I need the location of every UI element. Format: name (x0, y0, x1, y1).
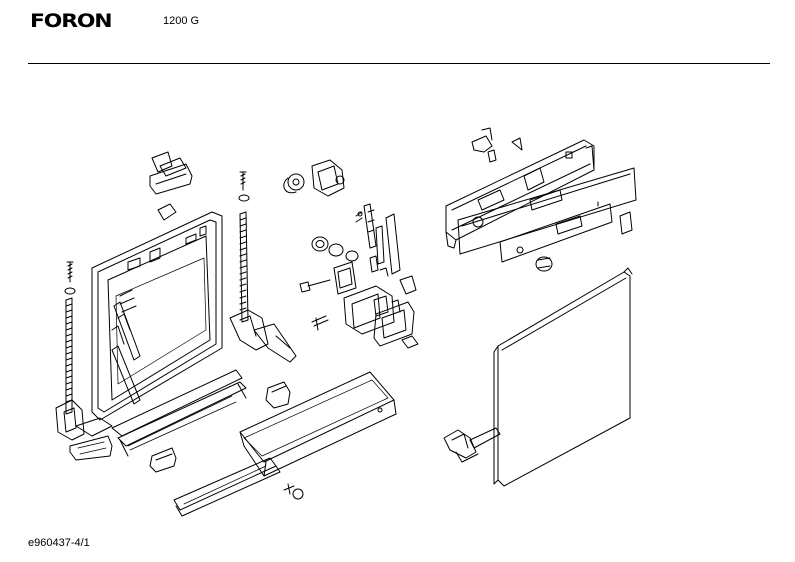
bottom-hinge-cap (266, 382, 290, 408)
control-panel-clip (472, 128, 522, 162)
end-cap-right (620, 212, 632, 234)
door-hinge-right (444, 428, 500, 462)
screw-and-knob (284, 484, 303, 499)
bottom-rail-left (112, 370, 246, 456)
small-clip-left (150, 448, 176, 472)
control-knob (536, 257, 552, 271)
outer-door-panel (494, 268, 632, 486)
top-latch-assembly (150, 152, 192, 220)
switch-mount-bracket (356, 204, 400, 274)
front-rail-channel (240, 372, 396, 476)
inner-panel-tubes (112, 290, 140, 404)
document-id: e960437-4/1 (28, 537, 90, 549)
small-switches (370, 256, 418, 348)
timer-motor (284, 160, 344, 196)
seal-frame (374, 302, 414, 346)
left-hinge-bracket (56, 400, 112, 460)
panel-fascia-strip (500, 204, 612, 262)
pin-screw (300, 280, 330, 330)
control-panel-front (458, 168, 636, 254)
center-hinge-spring (239, 172, 249, 322)
selector-switch (312, 237, 358, 261)
header-rule (28, 63, 770, 64)
model-label: 1200 G (163, 15, 200, 27)
brand-logo: FORON (30, 10, 113, 32)
left-hinge-spring (65, 262, 75, 414)
gasket-loop (334, 262, 356, 294)
inner-door-frame (92, 212, 222, 420)
bottom-rail-bar (174, 458, 280, 516)
center-hinge-bracket (230, 310, 296, 362)
lock-housing (344, 286, 400, 334)
control-panel-housing (446, 140, 594, 248)
